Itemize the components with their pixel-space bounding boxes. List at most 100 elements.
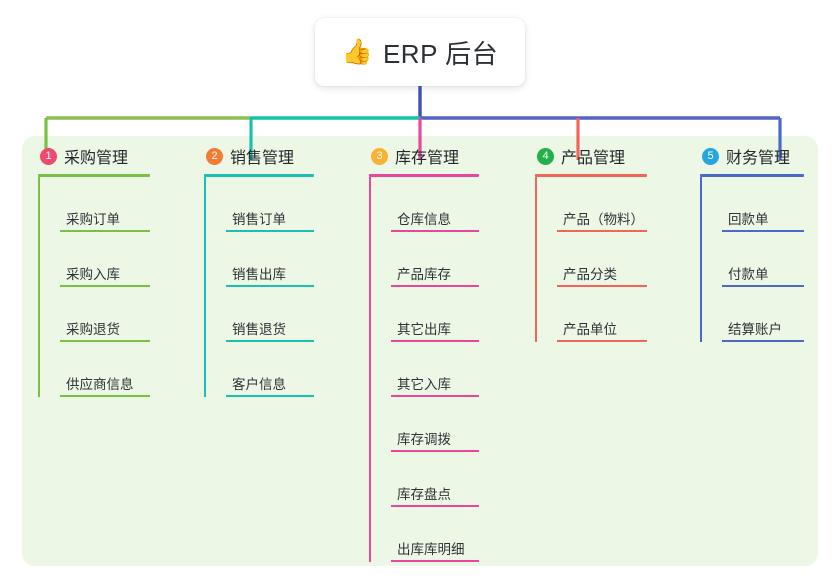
leaf-item-underline — [226, 285, 314, 287]
branch-number-badge: 5 — [702, 147, 719, 165]
leaf-item-underline — [226, 340, 314, 342]
leaf-item[interactable]: 销售退货 — [204, 287, 314, 342]
leaf-item-underline — [226, 395, 314, 397]
leaf-item-body: 回款单 — [722, 212, 804, 232]
leaf-item-body: 仓库信息 — [391, 212, 479, 232]
branch-stem-line — [700, 177, 702, 342]
branch-header-rule — [204, 174, 314, 177]
branch-items: 仓库信息产品库存其它出库其它入库库存调拨库存盘点出库库明细 — [369, 177, 479, 562]
leaf-item[interactable]: 采购订单 — [38, 177, 150, 232]
leaf-item-label: 仓库信息 — [397, 212, 451, 227]
branch-items: 回款单付款单结算账户 — [700, 177, 804, 342]
leaf-item-label: 库存调拨 — [397, 432, 451, 447]
branch-items: 采购订单采购入库采购退货供应商信息 — [38, 177, 150, 397]
leaf-item-underline — [722, 285, 804, 287]
branch-title: 采购管理 — [64, 150, 129, 167]
leaf-item-underline — [60, 340, 150, 342]
leaf-item-body: 产品单位 — [557, 322, 647, 342]
leaf-item[interactable]: 回款单 — [700, 177, 804, 232]
root-node[interactable]: 👍 ERP 后台 — [315, 18, 525, 86]
branches-panel — [22, 136, 818, 566]
leaf-item[interactable]: 结算账户 — [700, 287, 804, 342]
leaf-item-label: 库存盘点 — [397, 487, 451, 502]
leaf-item-label: 回款单 — [728, 212, 769, 227]
leaf-item[interactable]: 产品分类 — [535, 232, 650, 287]
branch-column-2: 2 销售管理销售订单销售出库销售退货客户信息 — [204, 144, 314, 397]
leaf-item-body: 其它出库 — [391, 322, 479, 342]
branch-items: 产品（物料） 产品分类产品单位 — [535, 177, 650, 342]
branch-header-2[interactable]: 2 销售管理 — [204, 144, 314, 168]
leaf-item-underline — [391, 340, 479, 342]
leaf-item-label: 出库库明细 — [397, 542, 465, 557]
leaf-item-body: 结算账户 — [722, 322, 804, 342]
branch-header-rule — [535, 174, 647, 177]
leaf-item-underline — [557, 230, 647, 232]
leaf-item[interactable]: 销售订单 — [204, 177, 314, 232]
leaf-item-label: 结算账户 — [728, 322, 782, 337]
branch-number-badge: 2 — [206, 147, 223, 165]
leaf-item[interactable]: 客户信息 — [204, 342, 314, 397]
branch-title: 库存管理 — [395, 150, 460, 167]
leaf-item-body: 付款单 — [722, 267, 804, 287]
branch-title: 财务管理 — [726, 150, 791, 167]
branch-stem-line — [369, 177, 371, 562]
leaf-item[interactable]: 出库库明细 — [369, 507, 479, 562]
leaf-item[interactable]: 库存调拨 — [369, 397, 479, 452]
leaf-item-body: 产品库存 — [391, 267, 479, 287]
leaf-item-label: 销售退货 — [232, 322, 286, 337]
leaf-item[interactable]: 其它出库 — [369, 287, 479, 342]
leaf-item-label: 产品单位 — [563, 322, 617, 337]
branch-stem-line — [38, 177, 40, 397]
leaf-item-underline — [722, 340, 804, 342]
leaf-item[interactable]: 付款单 — [700, 232, 804, 287]
branch-header-rule — [369, 174, 479, 177]
leaf-item[interactable]: 采购退货 — [38, 287, 150, 342]
leaf-item-body: 供应商信息 — [60, 377, 150, 397]
leaf-item-label: 产品（物料） — [563, 212, 644, 227]
leaf-item[interactable]: 产品单位 — [535, 287, 650, 342]
leaf-item[interactable]: 采购入库 — [38, 232, 150, 287]
leaf-item-body: 采购入库 — [60, 267, 150, 287]
leaf-item-label: 销售订单 — [232, 212, 286, 227]
leaf-item-underline — [391, 285, 479, 287]
branch-header-rule — [38, 174, 150, 177]
leaf-item-underline — [557, 285, 647, 287]
branch-title: 产品管理 — [561, 150, 626, 167]
leaf-item-underline — [60, 230, 150, 232]
leaf-item[interactable]: 库存盘点 — [369, 452, 479, 507]
branch-items: 销售订单销售出库销售退货客户信息 — [204, 177, 314, 397]
leaf-item[interactable]: 供应商信息 — [38, 342, 150, 397]
leaf-item-underline — [391, 560, 479, 562]
leaf-item[interactable]: 仓库信息 — [369, 177, 479, 232]
leaf-item[interactable]: 销售出库 — [204, 232, 314, 287]
leaf-item[interactable]: 其它入库 — [369, 342, 479, 397]
leaf-item-underline — [60, 285, 150, 287]
leaf-item-label: 采购订单 — [66, 212, 120, 227]
leaf-item-underline — [557, 340, 647, 342]
leaf-item-label: 采购退货 — [66, 322, 120, 337]
branch-column-5: 5 财务管理回款单付款单结算账户 — [700, 144, 804, 342]
leaf-item-label: 其它入库 — [397, 377, 451, 392]
leaf-item-underline — [391, 395, 479, 397]
leaf-item-label: 其它出库 — [397, 322, 451, 337]
branch-title: 销售管理 — [230, 150, 295, 167]
leaf-item-underline — [391, 230, 479, 232]
leaf-item-body: 销售退货 — [226, 322, 314, 342]
leaf-item-label: 产品分类 — [563, 267, 617, 282]
leaf-item[interactable]: 产品库存 — [369, 232, 479, 287]
branch-header-5[interactable]: 5 财务管理 — [700, 144, 804, 168]
leaf-item-body: 库存盘点 — [391, 487, 479, 507]
branch-stem-line — [535, 177, 537, 342]
leaf-item-label: 销售出库 — [232, 267, 286, 282]
leaf-item-underline — [391, 505, 479, 507]
leaf-item-label: 采购入库 — [66, 267, 120, 282]
leaf-item[interactable]: 产品（物料） — [535, 177, 650, 232]
leaf-item-body: 销售订单 — [226, 212, 314, 232]
